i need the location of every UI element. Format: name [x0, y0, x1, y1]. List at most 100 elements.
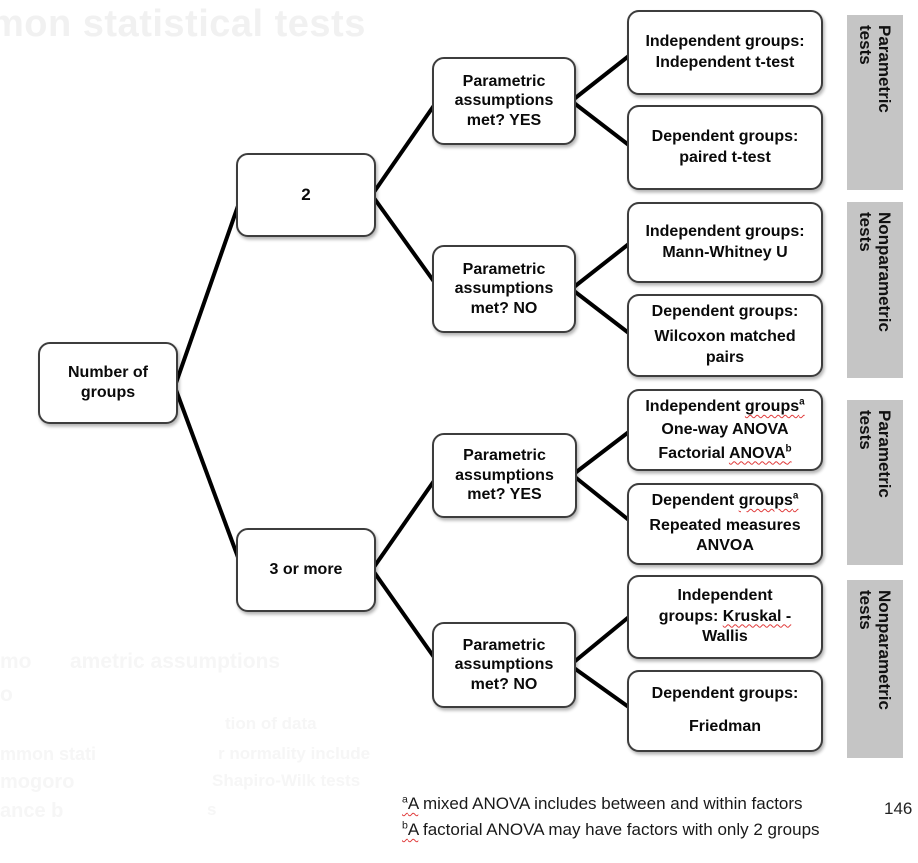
- connector: [572, 101, 632, 148]
- leaf-text: Dependent: [651, 491, 739, 509]
- sidebar-label: tests: [856, 410, 875, 450]
- node-parametric-no-bottom: Parametric assumptions met? NO: [432, 622, 576, 708]
- footnote-text: mixed ANOVA includes between and within …: [418, 794, 803, 813]
- page-number: 146: [884, 799, 913, 818]
- leaf-line: Wallis: [702, 628, 748, 646]
- misspelled-text: bA: [402, 820, 418, 839]
- misspelled-text: groupsa: [744, 396, 805, 416]
- connector: [372, 476, 438, 569]
- misspelled-text: ANOVAb: [728, 444, 792, 462]
- ghost-fragment: ametric assumptions: [70, 650, 281, 673]
- sidebar-nonparametric-tests-bottom: Nonparametric tests: [847, 580, 903, 758]
- node-parametric-yes-bottom: Parametric assumptions met? YES: [432, 433, 577, 518]
- leaf-line: Independent t-test: [655, 53, 795, 71]
- sidebar-label: tests: [856, 212, 875, 252]
- misspelled-text: groupsa: [738, 490, 799, 509]
- footnote-marker-a: a: [792, 490, 799, 502]
- leaf-line: Independent groupsa: [638, 395, 812, 418]
- connector: [572, 614, 632, 664]
- footnote-text: A: [407, 794, 419, 813]
- node-three-or-more-groups: 3 or more: [236, 528, 376, 612]
- leaf-text: ANOVA: [728, 444, 786, 462]
- misspelled-text: Kruskal -: [722, 607, 792, 625]
- ghost-fragment: Shapiro-Wilk tests: [212, 771, 361, 790]
- sidebar-parametric-tests-bottom: Parametric tests: [847, 400, 903, 565]
- ghost-fragment: o: [0, 683, 13, 706]
- leaf-text: groups: [738, 491, 793, 509]
- leaf-line: Dependent groups:: [651, 127, 799, 145]
- node-label: Number of groups: [68, 364, 148, 401]
- leaf-line: paired t-test: [679, 148, 771, 166]
- node-two-groups: 2: [236, 153, 376, 237]
- connector: [573, 429, 632, 475]
- footnote-b: bA factorial ANOVA may have factors with…: [402, 817, 820, 843]
- leaf-line: Wilcoxon matched pairs: [654, 328, 796, 366]
- footnote-text: factorial ANOVA may have factors with on…: [418, 820, 820, 839]
- footnote-marker-a: a: [402, 793, 408, 806]
- connector: [573, 475, 632, 523]
- leaf-line: Independent groups:: [645, 222, 805, 240]
- leaf-line: Mann-Whitney U: [662, 243, 788, 261]
- ghost-slide-title: mon statistical tests: [0, 3, 366, 45]
- leaf-wilcoxon-matched-pairs: Dependent groups: Wilcoxon matched pairs: [627, 294, 823, 377]
- ghost-fragment: tion of data: [225, 714, 317, 733]
- connector: [572, 53, 632, 101]
- sidebar-parametric-tests-top: Parametric tests: [847, 15, 903, 190]
- ghost-fragment: mmon stati: [0, 744, 97, 764]
- leaf-text: Independent: [645, 398, 745, 416]
- leaf-line: Factorial ANOVAb: [638, 442, 812, 465]
- leaf-line: Dependent groups:: [651, 685, 799, 703]
- node-parametric-yes-top: Parametric assumptions met? YES: [432, 57, 576, 145]
- leaf-line: Independent: [677, 586, 773, 604]
- connector: [372, 570, 438, 662]
- connector: [174, 389, 241, 561]
- connector: [572, 289, 632, 336]
- leaf-paired-t-test: Dependent groups: paired t-test: [627, 105, 823, 190]
- sidebar-label: Parametric: [875, 25, 894, 113]
- leaf-line: One-way ANOVA: [661, 421, 789, 439]
- connector: [174, 202, 241, 384]
- ghost-fragment: mo: [0, 650, 32, 673]
- node-number-of-groups: Number of groups: [38, 342, 178, 424]
- leaf-one-way-factorial-anova: Independent groupsa One-way ANOVA Factor…: [627, 389, 823, 471]
- leaf-independent-t-test: Independent groups: Independent t-test: [627, 10, 823, 95]
- footnote-a: aA mixed ANOVA includes between and with…: [402, 791, 820, 817]
- node-label: Parametric assumptions met? YES: [455, 447, 554, 504]
- node-label: Parametric assumptions met? NO: [454, 636, 554, 693]
- connector: [572, 666, 632, 710]
- leaf-line: Independent groups:: [645, 32, 805, 50]
- connector: [572, 241, 632, 289]
- sidebar-label: Nonparametric: [875, 590, 894, 710]
- footnote-marker-a: a: [799, 396, 805, 408]
- sidebar-label: Nonparametric: [875, 212, 894, 332]
- sidebar-label: tests: [856, 590, 875, 630]
- leaf-line: Repeated measures ANVOA: [649, 516, 801, 555]
- footnote-marker-b: b: [402, 819, 408, 832]
- leaf-text: groups:: [658, 607, 723, 625]
- leaf-friedman: Dependent groups: Friedman: [627, 670, 823, 752]
- ghost-fragment: r normality include: [218, 744, 371, 763]
- leaf-mann-whitney-u: Independent groups: Mann-Whitney U: [627, 202, 823, 283]
- footnotes: aA mixed ANOVA includes between and with…: [402, 791, 820, 843]
- leaf-kruskal-wallis: Independent groups: Kruskal - Wallis: [627, 575, 823, 659]
- node-label: Parametric assumptions met? NO: [454, 260, 554, 317]
- misspelled-text: aA: [402, 794, 418, 813]
- leaf-repeated-measures-anova: Dependent groupsa Repeated measures ANVO…: [627, 483, 823, 565]
- node-label: 3 or more: [269, 561, 343, 579]
- leaf-text: Factorial: [658, 444, 729, 462]
- ghost-fragment: ance b: [0, 800, 64, 822]
- sidebar-nonparametric-tests-top: Nonparametric tests: [847, 202, 903, 378]
- connector: [372, 102, 437, 194]
- sidebar-label: Parametric: [875, 410, 894, 498]
- node-label: 2: [301, 184, 311, 204]
- sidebar-label: tests: [856, 25, 875, 65]
- leaf-line: Dependent groups:: [651, 303, 799, 321]
- leaf-text: groups: [744, 398, 800, 416]
- leaf-line: Friedman: [688, 718, 761, 735]
- node-parametric-no-top: Parametric assumptions met? NO: [432, 245, 576, 333]
- leaf-line: Dependent groupsa: [638, 491, 812, 512]
- ghost-fragment: s: [207, 800, 217, 819]
- ghost-fragment: mogoro: [0, 771, 75, 793]
